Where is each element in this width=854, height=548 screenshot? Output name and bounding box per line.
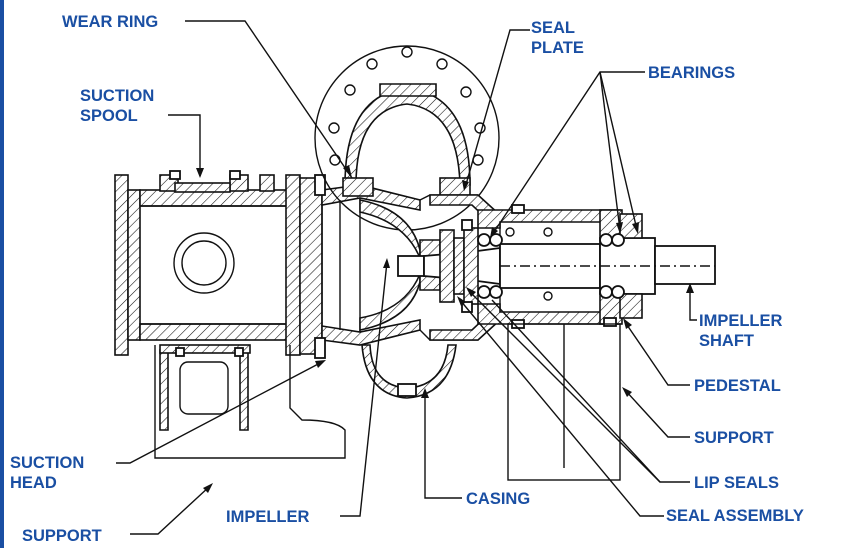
support-left-stand (154, 344, 346, 459)
label-suction-spool-line2: SPOOL (80, 107, 138, 125)
seal-assembly (439, 219, 479, 313)
leader-lines (116, 20, 697, 535)
suction-spool (114, 170, 301, 356)
label-impeller-shaft-line2: SHAFT (699, 332, 754, 350)
label-seal-assembly: SEAL ASSEMBLY (666, 507, 804, 525)
label-wear-ring: WEAR RING (62, 13, 158, 31)
label-suction-head-line1: SUCTION (10, 454, 84, 472)
label-suction-head-line2: HEAD (10, 474, 57, 492)
labels: WEAR RING SUCTION SPOOL SEAL PLATE BEARI… (10, 13, 804, 545)
label-support-left: SUPPORT (22, 527, 102, 545)
label-pedestal: PEDESTAL (694, 377, 781, 395)
pedestal (477, 204, 643, 329)
casing (314, 45, 502, 399)
label-seal-plate-line1: SEAL (531, 19, 575, 37)
bearings (477, 233, 625, 299)
support-right-stand (507, 323, 621, 481)
label-lip-seals: LIP SEALS (694, 474, 779, 492)
label-seal-plate-line2: PLATE (531, 39, 584, 57)
label-suction-spool-line1: SUCTION (80, 87, 154, 105)
label-casing: CASING (466, 490, 530, 508)
left-frame-bar (0, 0, 4, 548)
label-impeller-shaft-line1: IMPELLER (699, 312, 783, 330)
label-bearings: BEARINGS (648, 64, 735, 82)
label-impeller: IMPELLER (226, 508, 310, 526)
label-support-right: SUPPORT (694, 429, 774, 447)
